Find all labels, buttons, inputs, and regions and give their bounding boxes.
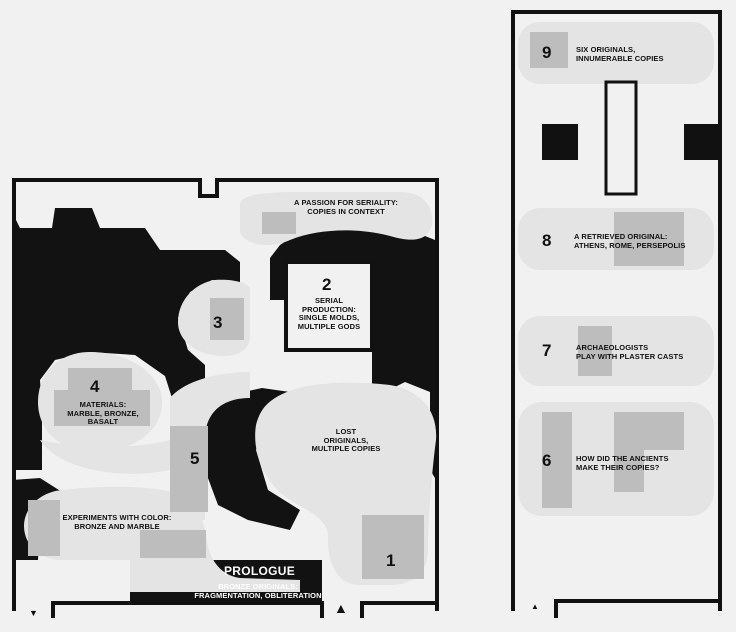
vitrine-4-b bbox=[54, 390, 150, 426]
label-passion-seriality: A PASSION FOR SERIALITY: COPIES IN CONTE… bbox=[294, 198, 398, 216]
dark-area-upper-right bbox=[270, 226, 435, 478]
room-number-2: 2 bbox=[322, 275, 332, 294]
central-display-case bbox=[604, 80, 638, 196]
label-experiments-color: EXPERIMENTS WITH COLOR: BRONZE AND MARBL… bbox=[62, 513, 172, 531]
right-building-features bbox=[542, 80, 720, 196]
blob-7 bbox=[518, 316, 714, 386]
vitrine-4-a bbox=[68, 368, 132, 390]
vitrine-lost-originals bbox=[362, 515, 424, 579]
entry-marker-right: ▲ bbox=[531, 602, 539, 611]
pillar-left bbox=[542, 124, 578, 160]
vitrines-right bbox=[530, 32, 684, 508]
prologue-title: PROLOGUE bbox=[224, 564, 296, 578]
dark-area-upper-left bbox=[12, 208, 240, 470]
vitrines-left bbox=[28, 212, 424, 579]
room-number-7: 7 bbox=[542, 341, 552, 360]
vitrine-6-c bbox=[614, 412, 644, 492]
vitrine-6-a bbox=[542, 412, 572, 508]
room-number-1: 1 bbox=[386, 551, 396, 570]
vitrine-3 bbox=[210, 298, 244, 340]
blob-left-connector bbox=[40, 440, 170, 474]
room-number-3: 3 bbox=[213, 313, 223, 332]
label-how-ancients: HOW DID THE ANCIENTS MAKE THEIR COPIES? bbox=[576, 454, 669, 472]
label-archaeologists: ARCHAEOLOGISTS PLAY WITH PLASTER CASTS bbox=[576, 343, 684, 361]
right-building-walls bbox=[511, 10, 722, 618]
vitrine-passion bbox=[262, 212, 296, 234]
room-number-9: 9 bbox=[542, 43, 552, 62]
room-number-5: 5 bbox=[190, 449, 200, 468]
label-retrieved-original: A RETRIEVED ORIGINAL: ATHENS, ROME, PERS… bbox=[574, 232, 686, 250]
label-six-originals: SIX ORIGINALS, INNUMERABLE COPIES bbox=[576, 45, 664, 63]
room-number-8: 8 bbox=[542, 231, 552, 250]
label-prologue: BRONZE ORIGINALS: FRAGMENTATION, OBLITER… bbox=[194, 582, 322, 600]
exit-marker-left: ▼ bbox=[29, 608, 38, 618]
label-serial-production: SERIAL PRODUCTION: SINGLE MOLDS, MULTIPL… bbox=[297, 296, 361, 331]
dark-area-center bbox=[205, 388, 300, 530]
room-2-walls bbox=[284, 260, 374, 352]
room-number-6: 6 bbox=[542, 451, 552, 470]
vitrine-prologue bbox=[140, 530, 206, 558]
vitrine-experiments bbox=[28, 500, 60, 556]
entry-marker-center: ▲ bbox=[334, 600, 348, 616]
room-number-4: 4 bbox=[90, 377, 100, 396]
vitrine-7 bbox=[578, 326, 612, 376]
vitrine-5 bbox=[170, 426, 208, 512]
pillar-right bbox=[684, 124, 720, 160]
label-lost-originals: LOST ORIGINALS, MULTIPLE COPIES bbox=[311, 427, 381, 453]
label-materials: MATERIALS: MARBLE, BRONZE, BASALT bbox=[67, 400, 139, 426]
vitrine-8 bbox=[614, 212, 684, 266]
left-building-walls bbox=[12, 178, 439, 618]
vitrine-9 bbox=[530, 32, 568, 68]
